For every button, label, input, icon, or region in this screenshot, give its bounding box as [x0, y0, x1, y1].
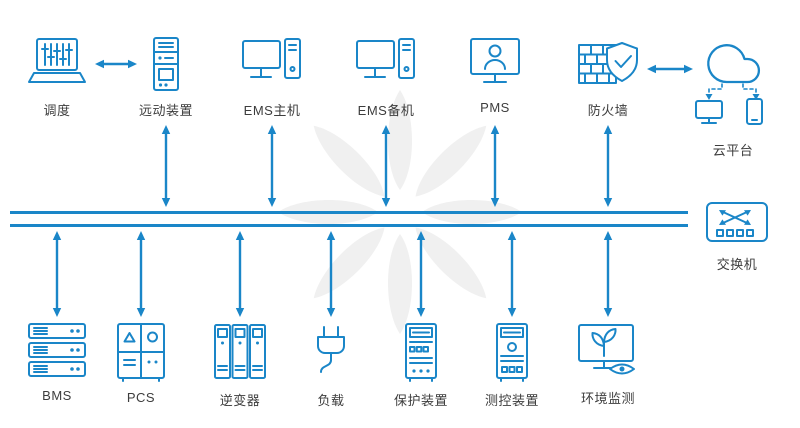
server-tower-icon — [153, 37, 179, 91]
arrow-bus-pcs — [136, 231, 146, 317]
cloud-devices-icon — [695, 44, 763, 125]
power-cabinet-icon — [117, 323, 165, 382]
watermark-logo — [278, 90, 522, 334]
bus-line-lower — [10, 224, 688, 227]
desktop-pc-icon — [356, 38, 415, 79]
node-label: EMS备机 — [357, 103, 415, 118]
node-bms: BMS — [12, 322, 102, 403]
node-pcs: PCS — [96, 322, 186, 405]
protection-rack-icon — [405, 323, 437, 382]
inverter-cabinets-icon — [214, 324, 266, 379]
node-label: PMS — [480, 100, 510, 115]
node-pms: PMS — [450, 36, 540, 115]
node-label: 云平台 — [712, 143, 754, 158]
node-label: EMS主机 — [243, 103, 301, 118]
node-ems-backup: EMS备机 — [341, 36, 431, 119]
monitor-leaf-eye-icon — [578, 324, 635, 375]
arrow-pms-bus — [490, 125, 500, 207]
node-label: 远动装置 — [138, 103, 193, 118]
stacked-servers-icon — [28, 323, 86, 377]
node-label: 保护装置 — [393, 393, 448, 408]
node-rtu: 远动装置 — [121, 36, 211, 119]
arrow-bus-load — [326, 231, 336, 317]
arrow-bus-bms — [52, 231, 62, 317]
node-dispatch: 调度 — [12, 36, 102, 119]
node-ems-host: EMS主机 — [227, 36, 317, 119]
node-label: 环境监测 — [580, 391, 635, 406]
node-label: 测控装置 — [484, 393, 539, 408]
desktop-pc-icon — [242, 38, 301, 79]
node-inverter: 逆变器 — [195, 322, 285, 409]
plug-icon — [317, 326, 345, 373]
laptop-sliders-icon — [28, 38, 86, 83]
arrow-bus-inverter — [235, 231, 245, 317]
node-label: 防火墙 — [587, 103, 629, 118]
arrow-firewall-bus — [603, 125, 613, 207]
node-load: 负载 — [286, 322, 376, 409]
node-label: 交换机 — [716, 257, 758, 272]
arrow-bus-measure-control — [507, 231, 517, 317]
node-protection: 保护装置 — [376, 322, 466, 409]
node-label: BMS — [42, 388, 72, 403]
control-rack-icon — [496, 323, 528, 382]
arrow-bus-env-monitor — [603, 231, 613, 317]
node-cloud-platform: 云平台 — [690, 36, 776, 159]
arrow-ems-host-bus — [267, 125, 277, 207]
network-switch-icon — [706, 202, 768, 242]
firewall-shield-icon — [578, 42, 638, 84]
node-network-switch: 交换机 — [702, 200, 772, 273]
arrow-firewall-cloud — [647, 64, 693, 74]
monitor-user-icon — [470, 38, 520, 83]
node-label: 负载 — [317, 393, 345, 408]
arrow-dispatch-rtu — [95, 59, 137, 69]
arrow-bus-protection — [416, 231, 426, 317]
node-firewall: 防火墙 — [563, 36, 653, 119]
node-label: 逆变器 — [219, 393, 261, 408]
arrow-rtu-bus — [161, 125, 171, 207]
node-label: PCS — [126, 390, 156, 405]
node-label: 调度 — [43, 103, 71, 118]
arrow-ems-backup-bus — [381, 125, 391, 207]
bus-line-upper — [10, 211, 688, 214]
node-measure-control: 测控装置 — [467, 322, 557, 409]
node-env-monitor: 环境监测 — [563, 322, 653, 407]
